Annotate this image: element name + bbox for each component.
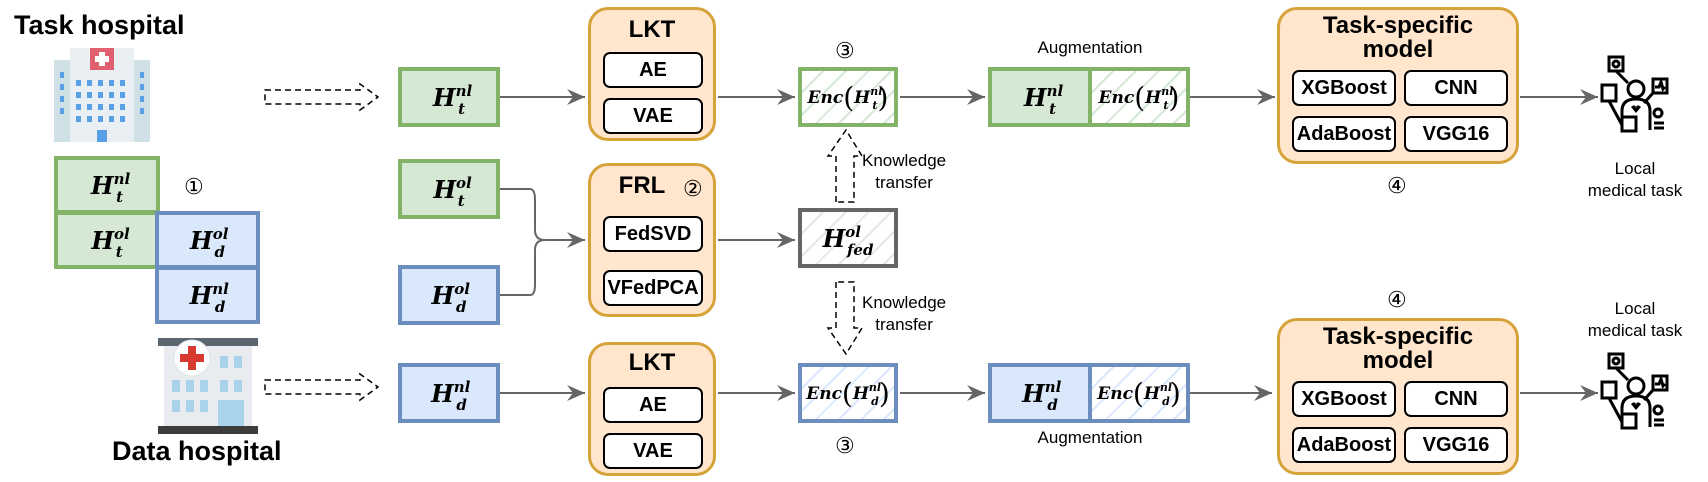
augmented-data-top: Hnlt Enc(Hnlt) — [988, 67, 1190, 127]
frl-title: FRL — [618, 172, 666, 199]
xgboost-block: XGBoost — [1292, 381, 1396, 417]
enc-ht-nl: Enc(Hnlt) — [798, 67, 898, 127]
data-hospital-title: Data hospital — [112, 436, 282, 466]
adaboost-block: AdaBoost — [1292, 116, 1396, 152]
vgg16-block: VGG16 — [1404, 116, 1508, 152]
ae-block: AE — [603, 387, 703, 423]
input-hd-nl: Hnld — [398, 363, 500, 423]
step-3-marker-top: ③ — [835, 38, 855, 63]
adaboost-block: AdaBoost — [1292, 427, 1396, 463]
augmentation-label-top: Augmentation — [1037, 38, 1143, 57]
step-4-marker-top: ④ — [1387, 173, 1407, 198]
knowledge-arrow-up — [826, 128, 864, 203]
frl-module: FRL ② FedSVD VFedPCA — [588, 163, 716, 317]
vgg16-block: VGG16 — [1404, 427, 1508, 463]
aug-enc-ht-nl: Enc(Hnlt) — [1088, 67, 1190, 127]
aug-ht-nl: Hnlt — [988, 67, 1092, 127]
matrix-ht-nl: Hnlt — [54, 156, 160, 214]
hospital-building-icon — [54, 48, 150, 142]
vae-block: VAE — [603, 98, 703, 134]
doctor-medical-task-icon — [1600, 352, 1669, 430]
augmented-data-bottom: Hnld Enc(Hnld) — [988, 363, 1190, 423]
lkt-title: LKT — [628, 16, 676, 43]
doctor-medical-task-icon — [1600, 55, 1669, 133]
input-hd-ol: Hold — [398, 265, 500, 325]
aug-enc-hd-nl: Enc(Hnld) — [1088, 363, 1190, 423]
step-4-marker-bottom: ④ — [1387, 287, 1407, 312]
lkt-module-top: LKT AE VAE — [588, 7, 716, 141]
lkt-title: LKT — [628, 349, 676, 376]
dashed-arrow-data — [264, 372, 380, 402]
vfedpca-block: VFedPCA — [603, 270, 703, 306]
task-hospital-title: Task hospital — [14, 10, 185, 40]
augmentation-label-bottom: Augmentation — [1037, 428, 1143, 447]
lkt-module-bottom: LKT AE VAE — [588, 342, 716, 476]
arrow-hto-frl — [500, 188, 585, 248]
matrix-hd-nl: Hnld — [155, 266, 260, 324]
hospital-building-icon — [158, 338, 258, 434]
step-1-marker: ① — [184, 174, 204, 199]
matrix-hd-ol: Hold — [155, 211, 260, 269]
xgboost-block: XGBoost — [1292, 70, 1396, 106]
arrow-hdo-frl — [500, 239, 546, 296]
ae-block: AE — [603, 52, 703, 88]
knowledge-arrow-down — [826, 281, 864, 356]
fed-representation: Holfed — [798, 208, 898, 268]
input-ht-nl: Hnlt — [398, 67, 500, 127]
step-2-marker: ② — [683, 176, 703, 201]
step-3-marker-bottom: ③ — [835, 433, 855, 458]
fedsvd-block: FedSVD — [603, 216, 703, 252]
dashed-arrow-task — [264, 82, 380, 112]
enc-hd-nl: Enc(Hnld) — [798, 363, 898, 423]
aug-hd-nl: Hnld — [988, 363, 1092, 423]
cnn-block: CNN — [1404, 70, 1508, 106]
input-ht-ol: Holt — [398, 159, 500, 219]
matrix-ht-ol: Holt — [54, 211, 160, 269]
vae-block: VAE — [603, 433, 703, 469]
cnn-block: CNN — [1404, 381, 1508, 417]
